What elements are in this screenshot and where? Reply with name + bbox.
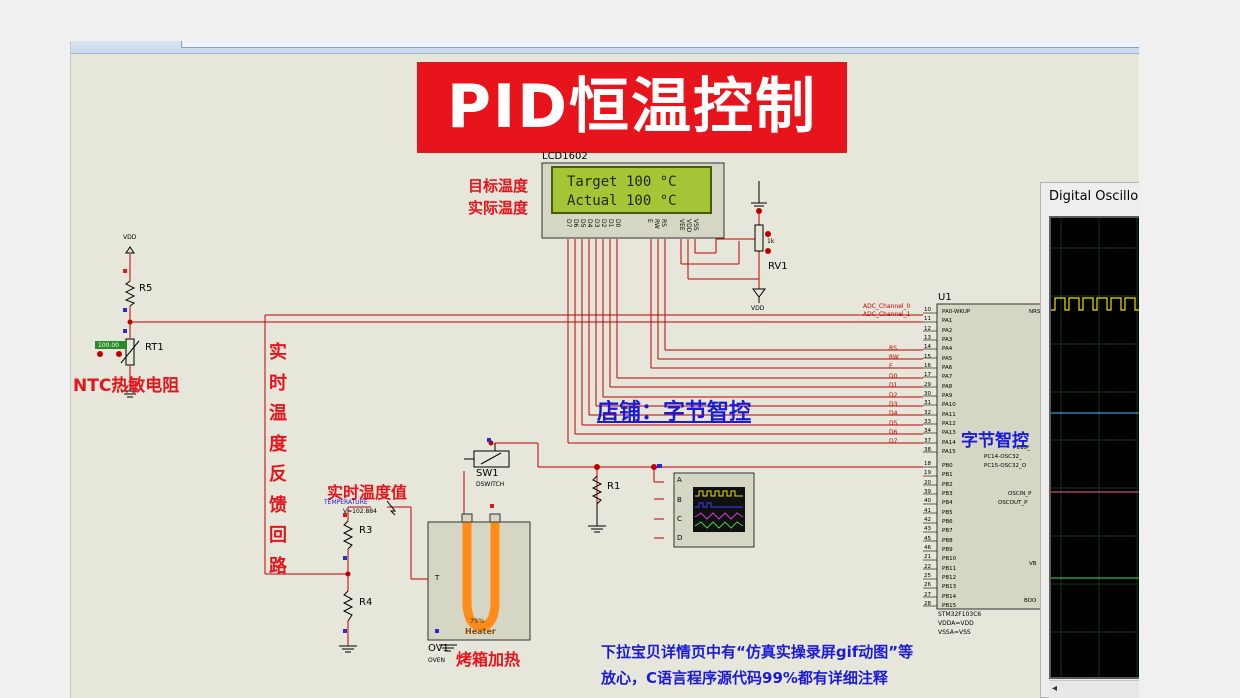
mcu-vdda-label: VDDA=VDD <box>938 620 974 627</box>
r1-label: R1 <box>607 481 621 492</box>
temperature-probe-value: V=102.884 <box>343 508 377 515</box>
mcu-vssa-label: VSSA=VSS <box>938 629 971 636</box>
target-temp-label: 目标温度 <box>468 177 529 195</box>
oven-heat-label: 烤箱加热 <box>456 650 521 669</box>
shop-label: 店铺：字节智控 <box>597 400 752 425</box>
ov1-type-label: OVEN <box>428 657 446 664</box>
lcd-line-1: Target 100 °C <box>567 174 677 190</box>
rt1-value-box <box>95 341 127 349</box>
lcd-screen: Target 100 °C Actual 100 °C <box>551 166 712 214</box>
scope-channel-a: A <box>677 476 682 484</box>
mcu-part-label: STM32F103C6 <box>938 611 982 618</box>
oscilloscope-traces <box>1051 218 1139 677</box>
u1-label: U1 <box>938 292 952 303</box>
window-toolbar-strip <box>71 41 1139 54</box>
sw1-switch <box>464 443 510 468</box>
rv1-label: RV1 <box>768 261 788 272</box>
oscilloscope-title: Digital Oscilloscope <box>1049 189 1139 204</box>
adc1-label: ADC_Channel_1 <box>863 311 911 318</box>
temperature-probe-label: TEMPERATURE <box>324 499 368 506</box>
r5-label: R5 <box>139 283 153 294</box>
heater-percent: 75% <box>470 618 485 625</box>
heater-label: Heater <box>465 627 496 636</box>
actual-temp-label: 实际温度 <box>468 199 529 217</box>
title-banner: PID恒温控制 <box>417 62 847 153</box>
sw1-type-label: DSWITCH <box>476 481 505 488</box>
scope-channel-b: B <box>677 496 682 504</box>
rv1-value: 1k <box>767 238 775 245</box>
rt1-value-label: 100.00 <box>98 342 119 349</box>
lcd-line-2: Actual 100 °C <box>567 193 677 209</box>
oven-ov1 <box>427 513 531 641</box>
lcd-ref-label: LCD1602 <box>542 151 588 162</box>
ov1-label: OV1 <box>428 643 449 654</box>
rv1-vdd-label: VDD <box>751 305 765 312</box>
ntc-label: NTC热敏电阻 <box>73 376 180 396</box>
scroll-left-arrow[interactable]: ◂ <box>1052 683 1058 694</box>
realtime-temp-label: 实时温度值 <box>327 483 408 502</box>
toolbar-segment <box>181 41 1139 48</box>
note-line-2: 放心，C语言程序源代码99%都有详细注释 <box>601 669 888 687</box>
rv1-potentiometer <box>751 181 767 303</box>
oven-t-pin: T <box>435 574 440 582</box>
r3-label: R3 <box>359 525 373 536</box>
feedback-loop-label: 实时 温度 反馈 回路 <box>269 342 287 577</box>
rt1-label: RT1 <box>145 342 164 353</box>
vdd-left-label: VDD <box>123 234 137 241</box>
schematic-window[interactable]: PID恒温控制 LCD1602 Target 100 °C Actual 100… <box>70 41 1139 698</box>
sw1-label: SW1 <box>476 468 499 479</box>
note-line-1: 下拉宝贝详情页中有“仿真实操录屏gif动图”等 <box>601 643 914 661</box>
oscilloscope-window[interactable]: Digital Oscilloscope ◂ <box>1040 182 1139 698</box>
oscilloscope-screen <box>1049 216 1139 679</box>
shop-overlap-label: 字节智控 <box>961 431 1029 451</box>
scope-instrument <box>673 472 755 548</box>
adc0-label: ADC_Channel_0 <box>863 303 911 310</box>
scope-channel-c: C <box>677 515 682 523</box>
scope-channel-d: D <box>677 534 683 542</box>
r4-label: R4 <box>359 597 373 608</box>
oscilloscope-scrollbar[interactable]: ◂ <box>1049 680 1139 698</box>
